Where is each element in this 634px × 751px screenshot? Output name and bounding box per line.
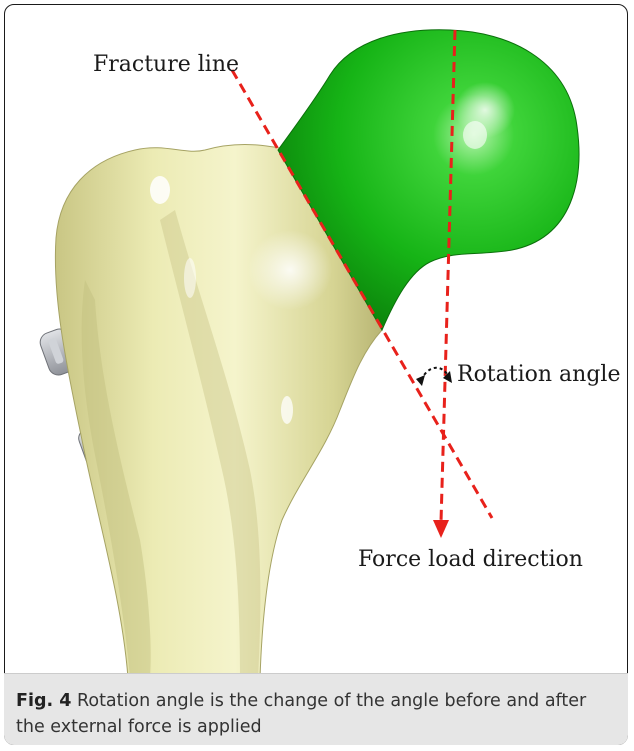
force-load-direction-label: Force load direction [358,547,583,572]
rotation-angle-label: Rotation angle [457,362,620,387]
femur-illustration [0,0,634,680]
fracture-line-label: Fracture line [93,52,239,77]
figure-caption: Fig. 4 Rotation angle is the change of t… [4,673,628,745]
figure-number: Fig. 4 [16,691,71,711]
caption-text: Rotation angle is the change of the angl… [16,691,586,737]
